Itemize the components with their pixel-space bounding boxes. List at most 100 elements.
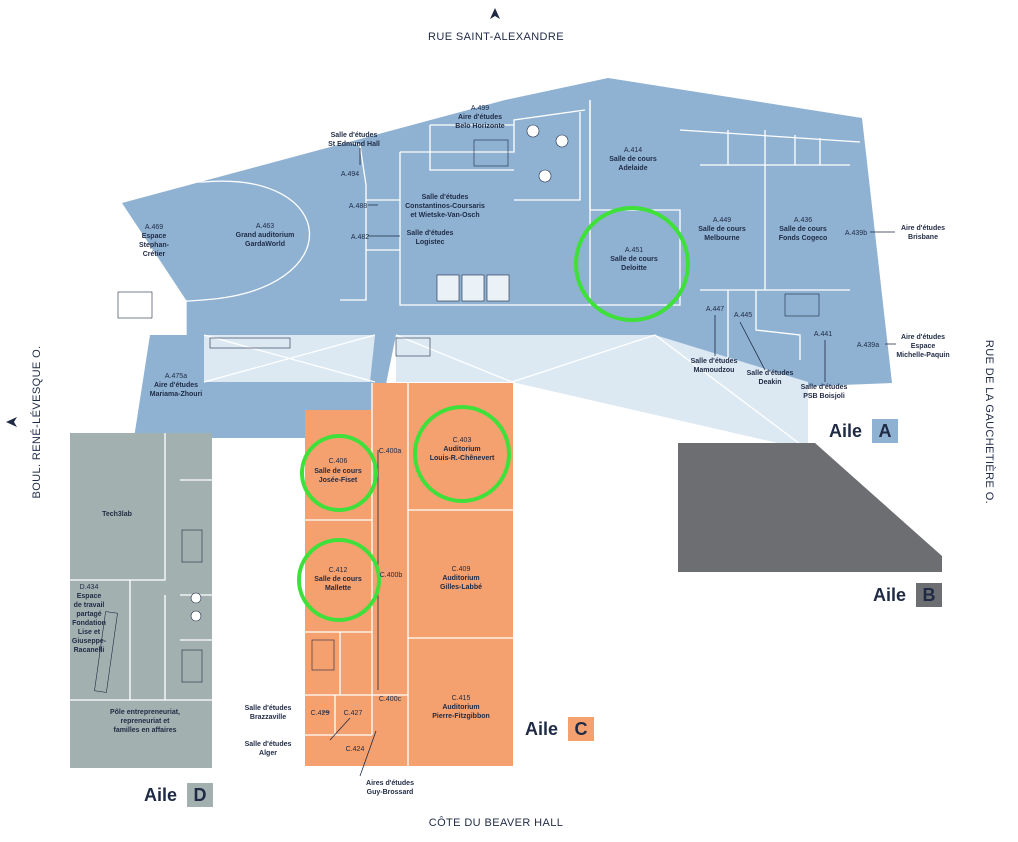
svg-text:Aire d'études: Aire d'études (458, 114, 502, 121)
room-c403[interactable]: C.403 Auditorium Louis-R.-Chênevert (430, 437, 495, 462)
svg-text:A.499: A.499 (471, 105, 489, 112)
room-a469[interactable]: A.469 Espace Stephan- Crétier (139, 224, 170, 258)
svg-text:Brazzaville: Brazzaville (250, 714, 286, 721)
svg-text:Fonds Cogeco: Fonds Cogeco (779, 235, 828, 242)
svg-text:Espace: Espace (77, 593, 102, 600)
room-a447[interactable]: A.447 (706, 306, 724, 313)
room-pole-entrepreneuriat[interactable]: Pôle entrepreneuriat, repreneuriat et fa… (110, 709, 180, 734)
washroom-icon (538, 169, 552, 183)
north-arrow-icon (490, 8, 500, 19)
elevator-icon (436, 274, 510, 302)
room-c400b[interactable]: C.400b (380, 572, 403, 579)
room-psb-boisjoli[interactable]: Salle d'études PSB Boisjoli (801, 384, 848, 400)
svg-text:partagé: partagé (76, 611, 101, 618)
svg-text:Salle d'études: Salle d'études (245, 705, 292, 712)
svg-text:Alger: Alger (259, 750, 277, 757)
room-mamoudzou[interactable]: Salle d'études Mamoudzou (691, 358, 738, 374)
room-c415[interactable]: C.415 Auditorium Pierre-Fitzgibbon (432, 695, 490, 720)
svg-text:Salle d'études: Salle d'études (245, 741, 292, 748)
svg-text:Pierre-Fitzgibbon: Pierre-Fitzgibbon (432, 713, 490, 720)
svg-text:Aire d'études: Aire d'études (901, 334, 945, 341)
room-d434[interactable]: D.434 Espace de travail partagé Fondatio… (72, 584, 107, 654)
room-a494[interactable]: A.494 (341, 171, 359, 178)
room-c412[interactable]: C.412 Salle de cours Mallette (314, 567, 362, 592)
room-alger[interactable]: Salle d'études Alger (245, 741, 292, 757)
room-c406[interactable]: C.406 Salle de cours Josée-Fiset (314, 458, 362, 484)
room-a439a[interactable]: A.439a (857, 342, 879, 349)
room-a499[interactable]: A.499 Aire d'études Belo Horizonte (455, 105, 504, 130)
stairs-icon (209, 337, 291, 349)
svg-text:Salle d'études: Salle d'études (747, 370, 794, 377)
washroom-icon (526, 124, 540, 138)
svg-text:St Edmund Hall: St Edmund Hall (328, 141, 380, 148)
room-a451[interactable]: A.451 Salle de cours Deloitte (610, 247, 658, 272)
svg-text:A.436: A.436 (794, 217, 812, 224)
room-a449[interactable]: A.449 Salle de cours Melbourne (698, 217, 746, 242)
svg-text:Salle de cours: Salle de cours (609, 156, 657, 163)
room-c400c[interactable]: C.400c (379, 696, 402, 703)
room-st-edmund-hall[interactable]: Salle d'études St Edmund Hall (328, 132, 380, 148)
svg-text:Aire d'études: Aire d'études (901, 225, 945, 232)
svg-text:Mallette: Mallette (325, 585, 351, 592)
room-a463[interactable]: A.463 Grand auditorium GardaWorld (236, 223, 295, 248)
svg-text:Brisbane: Brisbane (908, 234, 938, 241)
svg-text:C.409: C.409 (452, 566, 471, 573)
room-c409[interactable]: C.409 Auditorium Gilles-Labbé (440, 566, 482, 591)
wing-a-label: Aile A (829, 419, 898, 443)
svg-text:Salle d'études: Salle d'études (407, 230, 454, 237)
street-west: BOUL. RENÉ-LÉVESQUE O. (30, 345, 43, 498)
svg-text:Mamoudzou: Mamoudzou (694, 367, 735, 374)
room-a475a[interactable]: A.475a Aire d'études Mariama-Zhouri (150, 373, 203, 398)
room-tech3lab[interactable]: Tech3lab (102, 511, 132, 518)
wing-d-label: Aile D (144, 783, 213, 807)
svg-text:Pôle entrepreneuriat,: Pôle entrepreneuriat, (110, 709, 180, 716)
svg-text:Deloitte: Deloitte (621, 265, 647, 272)
room-c429[interactable]: C.429 (311, 710, 330, 717)
svg-text:Salle d'études: Salle d'études (691, 358, 738, 365)
room-a436[interactable]: A.436 Salle de cours Fonds Cogeco (779, 217, 828, 242)
svg-text:D.434: D.434 (80, 584, 99, 591)
svg-text:A.449: A.449 (713, 217, 731, 224)
svg-text:Fondation: Fondation (72, 620, 106, 627)
svg-text:Salle d'études: Salle d'études (331, 132, 378, 139)
room-c424[interactable]: C.424 (346, 746, 365, 753)
svg-text:Mariama-Zhouri: Mariama-Zhouri (150, 391, 203, 398)
room-a488[interactable]: A.488 (349, 203, 367, 210)
svg-text:B: B (923, 585, 936, 605)
svg-text:Adelaide: Adelaide (618, 165, 647, 172)
svg-text:Salle de cours: Salle de cours (314, 576, 362, 583)
svg-text:Salle d'études: Salle d'études (422, 194, 469, 201)
svg-text:Aile: Aile (829, 421, 862, 441)
svg-text:Salle de cours: Salle de cours (779, 226, 827, 233)
room-michelle-paquin[interactable]: Aire d'études Espace Michelle-Paquin (896, 334, 949, 359)
stairs-icon (181, 529, 203, 563)
room-a482[interactable]: A.482 (351, 234, 369, 241)
room-a414[interactable]: A.414 Salle de cours Adelaide (609, 147, 657, 172)
wing-d (70, 433, 212, 768)
room-deakin[interactable]: Salle d'études Deakin (747, 370, 794, 386)
room-c427[interactable]: C.427 (344, 710, 363, 717)
room-a445[interactable]: A.445 (734, 312, 752, 319)
svg-text:A.469: A.469 (145, 224, 163, 231)
svg-text:Josée-Fiset: Josée-Fiset (319, 477, 358, 484)
svg-text:et Wietske-Van-Osch: et Wietske-Van-Osch (410, 212, 479, 219)
room-brazzaville[interactable]: Salle d'études Brazzaville (245, 705, 292, 721)
room-constantinos[interactable]: Salle d'études Constantinos-Coursaris et… (405, 194, 485, 219)
street-south: CÔTE DU BEAVER HALL (429, 816, 564, 829)
room-guy-brossard[interactable]: Aires d'études Guy-Brossard (366, 780, 414, 796)
svg-text:C.412: C.412 (329, 567, 348, 574)
highlight-ring-c406 (300, 434, 378, 512)
room-brisbane[interactable]: Aire d'études Brisbane (901, 225, 945, 241)
stairs-icon (94, 611, 118, 693)
svg-text:A: A (879, 421, 892, 441)
svg-text:Gilles-Labbé: Gilles-Labbé (440, 584, 482, 591)
room-c400a[interactable]: C.400a (379, 448, 402, 455)
wing-a (117, 78, 892, 451)
svg-text:Louis-R.-Chênevert: Louis-R.-Chênevert (430, 455, 495, 462)
svg-text:Aires d'études: Aires d'études (366, 780, 414, 787)
stairs-icon (311, 639, 335, 671)
room-logistec[interactable]: Salle d'études Logistec (407, 230, 454, 246)
room-a441[interactable]: A.441 (814, 331, 832, 338)
room-a439b[interactable]: A.439b (845, 230, 867, 237)
svg-text:D: D (194, 785, 207, 805)
